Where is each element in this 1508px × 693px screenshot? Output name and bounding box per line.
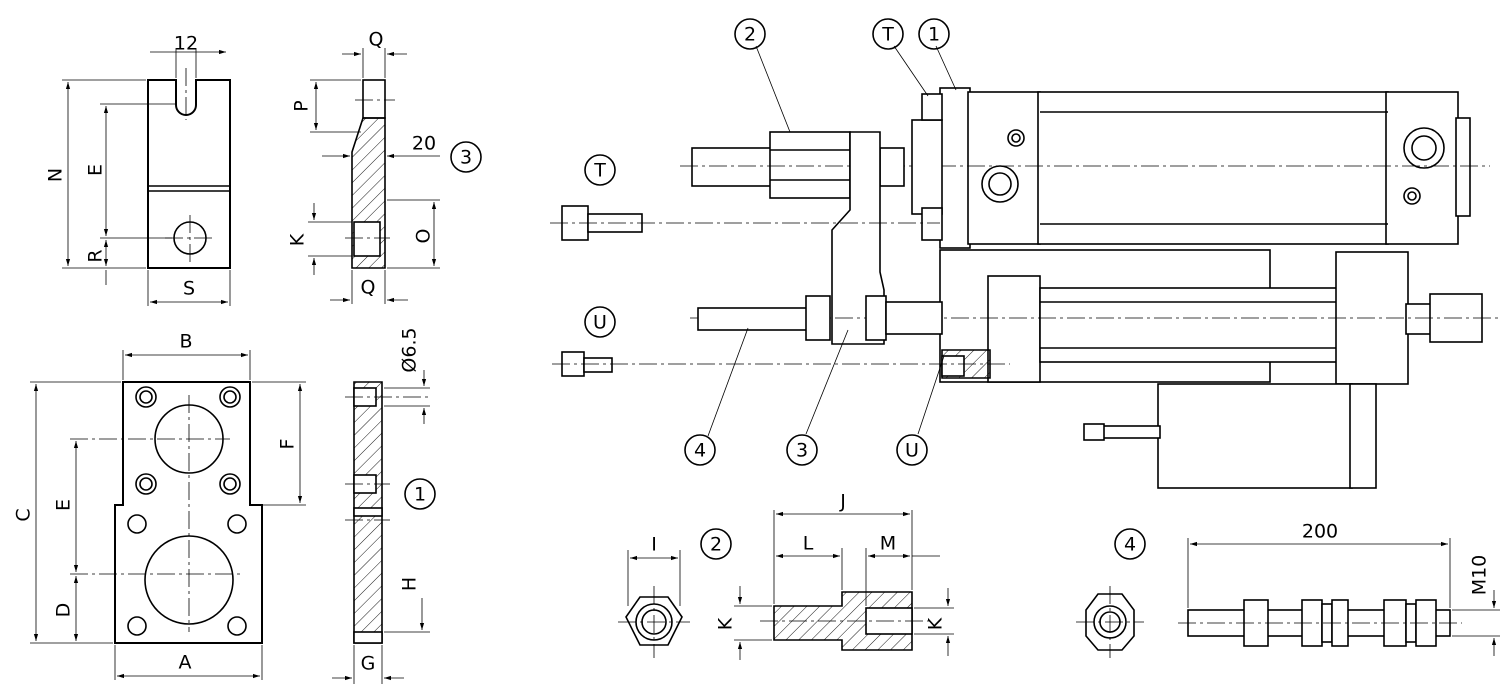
dim-D: D	[53, 603, 75, 618]
dim-G: G	[361, 653, 376, 675]
bracket-3-front-view: 12 N E R S	[45, 33, 231, 306]
callout-assy-2: 2	[744, 24, 756, 46]
bracket-3-side-section: Q P 20 K O Q 3	[287, 29, 482, 304]
callout-assy-4: 4	[694, 440, 706, 462]
dim-O: O	[413, 229, 435, 244]
dim-R: R	[85, 249, 107, 262]
dim-K-nut-right: K	[925, 617, 947, 630]
assembly-view: 2 T 1 T U 4 3 U	[550, 18, 1500, 489]
dim-12: 12	[174, 33, 198, 55]
dim-Q-bottom: Q	[361, 277, 376, 299]
callout-4-rod: 4	[1124, 534, 1136, 556]
dim-L: L	[803, 533, 814, 555]
callout-assy-T-left: T	[593, 160, 606, 182]
dim-A: A	[179, 652, 192, 674]
plate-holes	[127, 386, 247, 636]
dim-F: F	[277, 439, 299, 450]
callout-3-side: 3	[460, 147, 472, 169]
callout-assy-U-left: U	[593, 312, 607, 334]
dim-Q-top: Q	[369, 29, 384, 51]
dim-I: I	[651, 534, 657, 556]
dim-J: J	[839, 491, 846, 513]
callout-assy-U-bottom: U	[905, 440, 919, 462]
callout-2-nut: 2	[710, 534, 722, 556]
dim-N: N	[45, 168, 67, 182]
dim-E-bracket: E	[85, 164, 107, 176]
callout-assy-T-top: T	[881, 24, 894, 46]
callout-1-side: 1	[414, 484, 426, 506]
plate-1-front-view: B C E D F A	[13, 331, 306, 680]
plate-1-side-section: Ø6.5 H G 1	[332, 327, 436, 684]
dim-200: 200	[1302, 521, 1338, 543]
dim-E-plate: E	[53, 499, 75, 511]
dim-K-nut-left: K	[715, 617, 737, 630]
dim-K-bracket: K	[287, 233, 309, 246]
nut-2-detail: I 2 J L M K K	[618, 491, 954, 660]
dim-B: B	[179, 331, 192, 353]
dim-H: H	[399, 577, 421, 591]
dim-20: 20	[412, 133, 436, 155]
dim-M: M	[880, 533, 896, 555]
dim-S: S	[183, 278, 195, 300]
rod-4-detail: 4 200 M10	[1076, 521, 1500, 658]
dim-dia-6-5: Ø6.5	[399, 327, 421, 372]
dim-M10: M10	[1469, 555, 1491, 596]
dim-P: P	[291, 100, 313, 111]
dim-C: C	[13, 508, 35, 521]
callout-assy-3: 3	[796, 440, 808, 462]
callout-assy-1: 1	[928, 24, 940, 46]
